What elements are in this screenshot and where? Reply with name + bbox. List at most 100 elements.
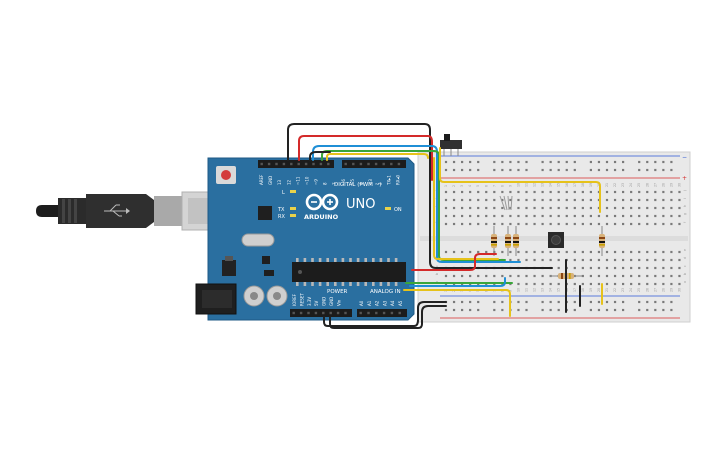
header-hole xyxy=(397,162,401,166)
breadboard-hole xyxy=(565,168,568,172)
pin-label: GND xyxy=(322,297,327,306)
breadboard-hole xyxy=(678,214,681,218)
breadboard-hole xyxy=(622,274,625,278)
header-hole xyxy=(322,311,325,315)
breadboard-hole xyxy=(605,266,609,270)
pin-label: ~6 xyxy=(341,179,346,185)
column-number: 10 xyxy=(516,288,520,292)
breadboard-hole xyxy=(541,274,544,278)
breadboard-hole xyxy=(597,300,601,304)
pin-label: RESET xyxy=(299,293,304,306)
breadboard-hole xyxy=(533,214,536,218)
wire-red xyxy=(298,135,433,181)
column-number: 21 xyxy=(605,288,609,292)
breadboard-hole xyxy=(613,160,617,164)
row-label: b xyxy=(683,273,687,275)
breadboard-hole xyxy=(549,206,552,210)
breadboard-hole xyxy=(525,168,528,172)
breadboard-hole xyxy=(605,168,609,172)
breadboard-hole xyxy=(646,282,649,286)
breadboard-hole xyxy=(662,214,665,218)
breadboard-hole xyxy=(622,190,625,194)
breadboard-hole xyxy=(654,258,657,262)
header-hole xyxy=(275,162,278,166)
column-number: 15 xyxy=(557,183,561,187)
breadboard-hole xyxy=(565,198,568,202)
usb-symbol-icon xyxy=(104,204,130,217)
breadboard-hole xyxy=(630,266,633,270)
breadboard-hole xyxy=(541,222,544,226)
analog-label: ANALOG IN xyxy=(370,289,401,295)
breadboard-hole xyxy=(589,308,592,312)
breadboard-hole xyxy=(549,250,552,254)
row-label: f xyxy=(683,221,687,223)
breadboard-hole xyxy=(678,266,681,270)
breadboard-hole xyxy=(662,206,665,210)
breadboard-hole xyxy=(452,168,456,172)
header-hole xyxy=(367,162,370,166)
breadboard-hole xyxy=(597,308,601,312)
chip-pin xyxy=(334,258,337,262)
column-number: 9 xyxy=(508,290,512,292)
breadboard-hole xyxy=(605,190,609,194)
breadboard-hole xyxy=(565,214,568,218)
breadboard-hole xyxy=(557,190,560,194)
breadboard-hole xyxy=(654,266,657,270)
column-number: 29 xyxy=(669,183,673,187)
breadboard-hole xyxy=(605,206,609,210)
wire-yellow xyxy=(326,153,429,161)
breadboard-hole xyxy=(678,198,681,202)
column-number: 20 xyxy=(597,288,601,292)
breadboard-hole xyxy=(469,300,472,304)
pin-label: ~11 xyxy=(295,176,300,185)
column-number: 25 xyxy=(637,288,641,292)
header-hole xyxy=(297,162,300,166)
breadboard-hole xyxy=(477,190,480,194)
breadboard-hole xyxy=(509,258,512,262)
reset-button[interactable] xyxy=(216,166,236,184)
breadboard-hole xyxy=(501,308,504,312)
breadboard-hole xyxy=(622,168,625,172)
breadboard-hole xyxy=(638,250,641,254)
breadboard-hole xyxy=(477,160,480,164)
pin-label: 2 xyxy=(377,182,382,185)
breadboard-hole xyxy=(589,250,592,254)
breadboard-hole xyxy=(589,282,592,286)
breadboard-hole xyxy=(501,160,504,164)
breadboard-hole xyxy=(662,282,665,286)
breadboard-hole xyxy=(605,258,609,262)
breadboard-hole xyxy=(509,190,512,194)
breadboard-hole xyxy=(654,308,657,312)
slide-switch[interactable] xyxy=(440,134,462,156)
breadboard-hole xyxy=(533,206,536,210)
breadboard-hole xyxy=(541,168,544,172)
breadboard-hole xyxy=(477,168,480,172)
breadboard-hole xyxy=(493,300,496,304)
breadboard-hole xyxy=(493,160,496,164)
row-label: i xyxy=(683,198,687,199)
breadboard-hole xyxy=(589,300,592,304)
column-number: 15 xyxy=(557,288,561,292)
breadboard-hole xyxy=(662,258,665,262)
rail-minus: − xyxy=(682,154,687,161)
breadboard-hole xyxy=(469,308,472,312)
breadboard-hole xyxy=(638,300,641,304)
breadboard-hole xyxy=(517,282,520,286)
breadboard-hole xyxy=(493,206,496,210)
on-label: ON xyxy=(394,207,402,213)
chip-pin xyxy=(311,258,314,262)
atmega-chip xyxy=(292,262,406,282)
column-number: 13 xyxy=(541,183,545,187)
breadboard-hole xyxy=(525,222,528,226)
breadboard-hole xyxy=(557,266,560,270)
header-hole xyxy=(382,162,385,166)
breadboard-hole xyxy=(557,300,560,304)
breadboard-hole xyxy=(525,198,528,202)
breadboard-hole xyxy=(613,308,617,312)
column-number: 21 xyxy=(605,183,609,187)
breadboard-hole xyxy=(622,266,625,270)
breadboard-hole xyxy=(509,250,512,254)
breadboard-hole xyxy=(670,190,673,194)
breadboard-hole xyxy=(573,198,576,202)
push-button[interactable] xyxy=(548,232,564,248)
